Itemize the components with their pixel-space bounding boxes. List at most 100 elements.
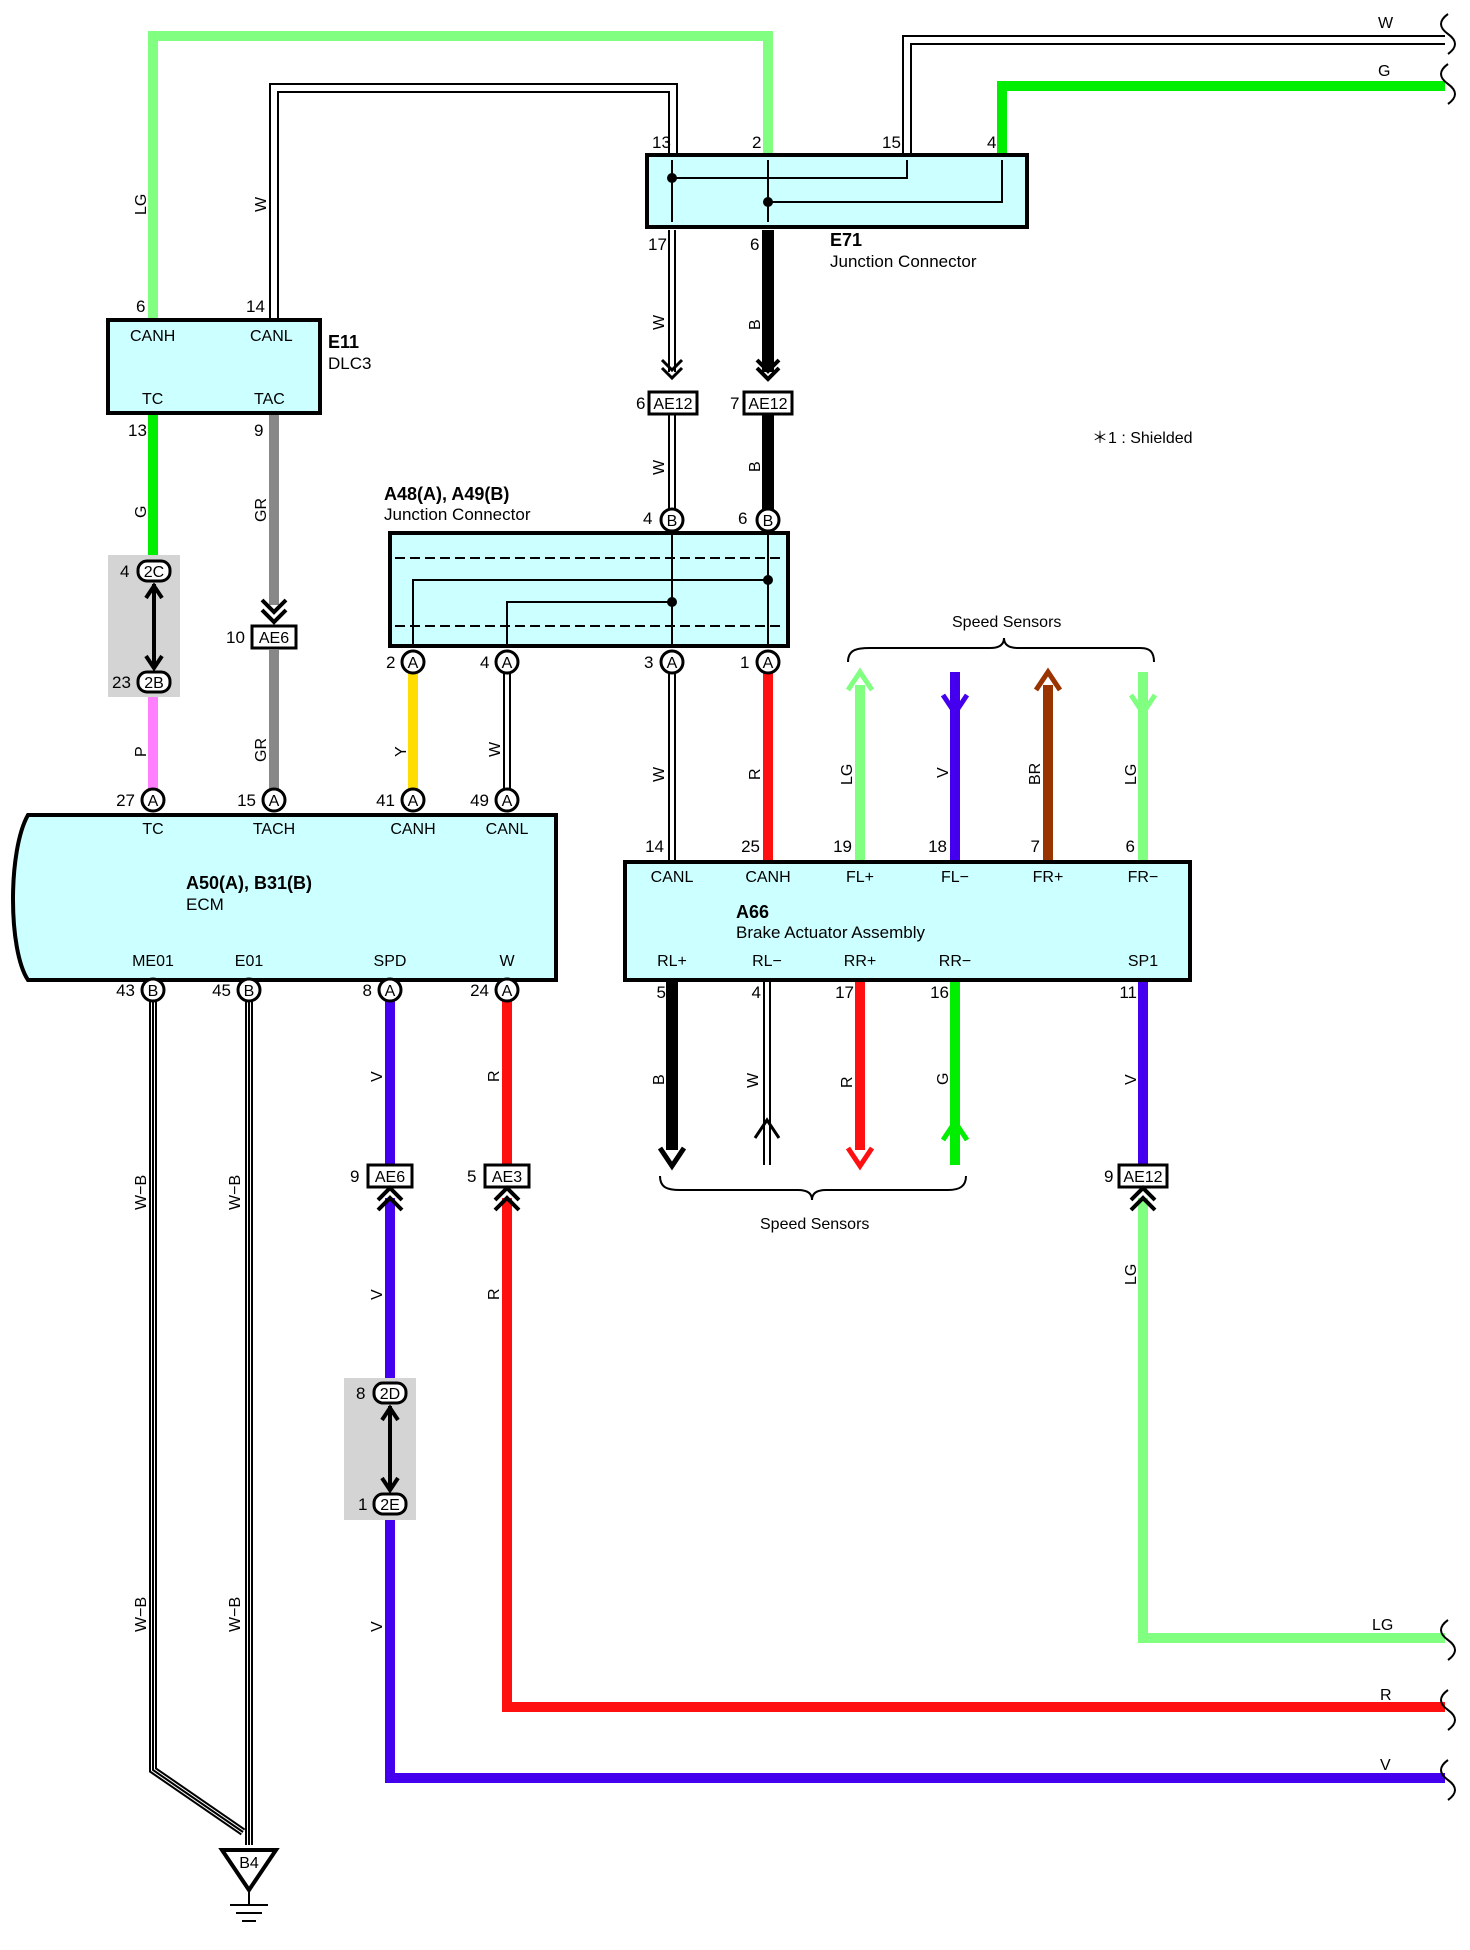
svg-text:B: B [747, 461, 764, 472]
wire-lg-dlc3-canh [148, 31, 773, 320]
svg-text:P: P [133, 746, 150, 757]
shielded-note: ＊1 : Shielded [1092, 430, 1193, 447]
svg-text:GR: GR [253, 738, 270, 762]
svg-text:2D: 2D [380, 1386, 400, 1403]
dlc3-canl-label: CANL [250, 328, 293, 345]
svg-text:9: 9 [1104, 1167, 1113, 1186]
dlc3-pin-14: 14 [246, 297, 265, 316]
a66-name: Brake Actuator Assembly [736, 923, 925, 942]
ecm-pin-marker-spd: A [377, 977, 403, 1003]
dlc3-pin-9: 9 [254, 421, 263, 440]
svg-text:R: R [839, 1076, 856, 1088]
svg-text:V: V [369, 1071, 386, 1082]
ecm-pin-num-27: 27 [116, 791, 135, 810]
break-marks [1440, 13, 1456, 1801]
a66-pin-label-2: FL+ [846, 869, 874, 886]
a66-pin-num-6: 6 [1126, 837, 1135, 856]
brace-bottom [659, 1175, 967, 1201]
e11-name: DLC3 [328, 354, 371, 373]
svg-text:W−B: W−B [133, 1175, 150, 1210]
svg-text:B: B [148, 983, 159, 1000]
wire-v-right-edge [385, 1510, 1445, 1783]
ecm-pin-marker-tach: A [261, 787, 287, 813]
ecm-pin-label-canl: CANL [486, 821, 529, 838]
svg-text:B4: B4 [239, 1855, 259, 1872]
ecm: A50(A), B31(B) ECM A27TCA15TACHA41CANHA4… [11, 787, 558, 1003]
svg-text:LG: LG [1123, 1264, 1140, 1285]
a66-pin-label-4: FR+ [1033, 869, 1064, 886]
a48-pin-3: 3 [644, 653, 653, 672]
svg-text:2C: 2C [144, 564, 164, 581]
svg-text:4: 4 [120, 562, 129, 581]
svg-text:A: A [502, 983, 513, 1000]
svg-text:6: 6 [636, 394, 645, 413]
a48-pin-2: 2 [386, 653, 395, 672]
wire-lg-right-edge [1138, 1198, 1445, 1643]
ecm-pin-num-43: 43 [116, 981, 135, 1000]
svg-text:V: V [935, 767, 952, 778]
a49-pin-6: 6 [738, 509, 747, 528]
sensor-arrows [657, 667, 1158, 1171]
e71-junction-connector: 13 2 15 4 17 6 E71 Junction Connector [645, 133, 1029, 271]
svg-text:B: B [763, 513, 774, 530]
svg-text:G: G [1378, 63, 1390, 80]
svg-text:AE12: AE12 [748, 396, 787, 413]
ecm-pin-num-15: 15 [237, 791, 256, 810]
svg-text:2E: 2E [380, 1497, 400, 1514]
a49-pin-4: 4 [643, 509, 652, 528]
e71-pin-13: 13 [652, 133, 671, 152]
connector-ae6-10: AE6 10 [226, 598, 298, 650]
pin-marker-a48-3: A [659, 649, 685, 675]
wire-g-right-edge [997, 81, 1445, 155]
pin-marker-a48-4: A [494, 649, 520, 675]
svg-text:BR: BR [1027, 763, 1044, 785]
ecm-pin-label-tc: TC [142, 821, 163, 838]
ecm-code: A50(A), B31(B) [186, 873, 312, 893]
dlc3-canh-label: CANH [130, 328, 175, 345]
ecm-pin-marker-canl: A [494, 787, 520, 813]
svg-text:Y: Y [393, 746, 410, 757]
svg-text:AE6: AE6 [259, 630, 289, 647]
ecm-pin-label-me01: ME01 [132, 953, 174, 970]
a66-code: A66 [736, 902, 769, 922]
svg-text:AE6: AE6 [375, 1169, 405, 1186]
svg-text:AE12: AE12 [653, 396, 692, 413]
a48-pin-4: 4 [480, 653, 489, 672]
pin-marker-a49-4: B [659, 507, 685, 533]
e71-pin-15: 15 [882, 133, 901, 152]
a66-pin-label-3: FL− [941, 869, 969, 886]
svg-text:9: 9 [350, 1167, 359, 1186]
wire-wb-me01 [149, 995, 246, 1836]
ground-b4: B4 [218, 1848, 280, 1922]
svg-text:V: V [1123, 1074, 1140, 1085]
connector-2d-2e: 2D 8 2E 1 [356, 1381, 408, 1516]
connector-2c-2b: 2C 4 2B 23 [112, 559, 172, 694]
ecm-pin-marker-w: A [494, 977, 520, 1003]
svg-text:W: W [651, 459, 668, 475]
svg-text:W: W [745, 1072, 762, 1088]
svg-text:A: A [148, 793, 159, 810]
ecm-pin-label-w: W [499, 953, 515, 970]
a66-pin-label-1: CANH [745, 869, 790, 886]
e11-dlc3: CANH CANL TC TAC 6 14 13 9 E11 DLC3 [106, 297, 371, 440]
svg-text:5: 5 [467, 1167, 476, 1186]
a66-bottom-label-4: SP1 [1128, 953, 1158, 970]
e71-code: E71 [830, 230, 862, 250]
ecm-pin-marker-canh: A [400, 787, 426, 813]
speed-sensors-top: Speed Sensors [952, 614, 1061, 631]
a48-name: Junction Connector [384, 505, 531, 524]
connector-ae3-5: AE3 5 [467, 1163, 531, 1212]
a66-pin-num-14: 14 [645, 837, 664, 856]
svg-text:W: W [651, 314, 668, 330]
a66-bottom-label-0: RL+ [657, 953, 687, 970]
connector-ae12-9: AE12 9 [1104, 1163, 1169, 1212]
svg-text:G: G [133, 506, 150, 518]
ecm-pin-num-49: 49 [470, 791, 489, 810]
a66-bottom-num-17: 17 [835, 983, 854, 1002]
svg-text:B: B [747, 319, 764, 330]
svg-text:GR: GR [253, 498, 270, 522]
svg-text:A: A [502, 793, 513, 810]
a66-bottom-num-16: 16 [930, 983, 949, 1002]
dlc3-pin-13: 13 [128, 421, 147, 440]
